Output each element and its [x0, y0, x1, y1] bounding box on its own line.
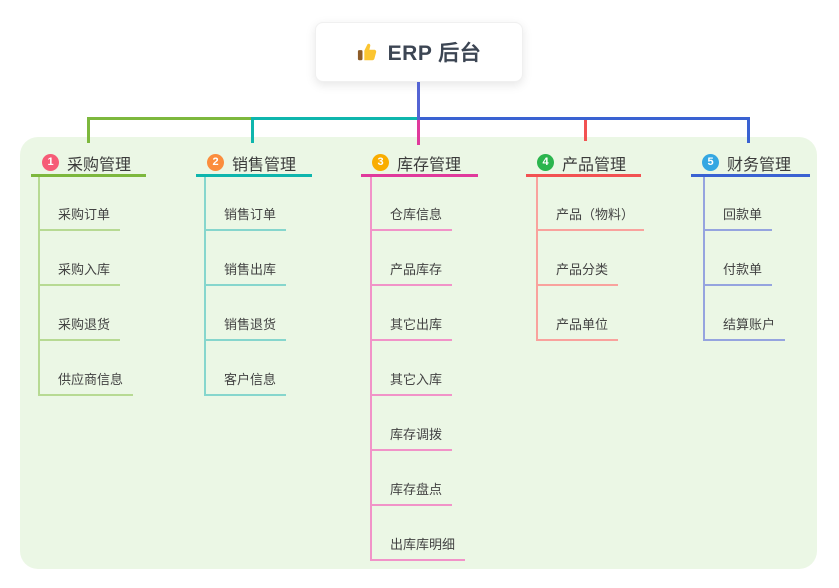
branch-title: 库存管理	[397, 156, 462, 174]
connector-branch-sales-horizontal	[252, 117, 418, 120]
mindmap-child-node[interactable]: 采购入库	[38, 261, 121, 286]
branch-number-badge: 1	[42, 154, 59, 171]
branch-node-sales[interactable]: 2 销售管理	[196, 151, 312, 177]
branch-node-finance[interactable]: 5 财务管理	[691, 151, 810, 177]
mindmap-child-node[interactable]: 仓库信息	[370, 206, 453, 231]
mindmap-child-node[interactable]: 产品分类	[536, 261, 619, 286]
branch-number-badge: 4	[537, 154, 554, 171]
branch-number-badge: 3	[372, 154, 389, 171]
mindmap-child-node[interactable]: 其它出库	[370, 316, 453, 341]
root-node[interactable]: ERP 后台	[315, 22, 523, 82]
branch-children-rail	[370, 177, 372, 561]
branch-number-badge: 2	[207, 154, 224, 171]
branch-node-product[interactable]: 4 产品管理	[526, 151, 641, 177]
branches-panel-background	[20, 137, 817, 569]
mindmap-child-node[interactable]: 产品（物料）	[536, 206, 645, 231]
branch-children-rail	[703, 177, 705, 341]
connector-branch-sales-drop	[251, 117, 254, 143]
branch-title: 采购管理	[67, 156, 132, 174]
branch-node-procurement[interactable]: 1 采购管理	[31, 151, 146, 177]
mindmap-child-node[interactable]: 产品库存	[370, 261, 453, 286]
connector-branch-procurement-horizontal	[87, 117, 254, 120]
branch-number-badge: 5	[702, 154, 719, 171]
mindmap-child-node[interactable]: 供应商信息	[38, 371, 134, 396]
connector-root-drop	[417, 82, 420, 120]
mindmap-child-node[interactable]: 库存调拨	[370, 426, 453, 451]
connector-branch-procurement-drop	[87, 117, 90, 143]
mindmap-child-node[interactable]: 销售订单	[204, 206, 287, 231]
connector-branch-inventory-drop	[417, 118, 420, 145]
branch-node-inventory[interactable]: 3 库存管理	[361, 151, 478, 177]
mindmap-child-node[interactable]: 采购订单	[38, 206, 121, 231]
mindmap-child-node[interactable]: 产品单位	[536, 316, 619, 341]
connector-branch-finance-horizontal	[417, 117, 750, 120]
mindmap-child-node[interactable]: 回款单	[703, 206, 773, 231]
connector-branch-product-drop	[584, 117, 587, 141]
branch-title: 产品管理	[562, 156, 627, 174]
branch-title: 销售管理	[232, 156, 297, 174]
mindmap-child-node[interactable]: 付款单	[703, 261, 773, 286]
mindmap-child-node[interactable]: 出库库明细	[370, 536, 466, 561]
thumbs-up-icon	[357, 41, 379, 63]
branch-children-rail	[38, 177, 40, 396]
branch-children-rail	[536, 177, 538, 341]
connector-branch-finance-drop	[747, 117, 750, 143]
mindmap-child-node[interactable]: 客户信息	[204, 371, 287, 396]
mindmap-child-node[interactable]: 库存盘点	[370, 481, 453, 506]
mindmap-child-node[interactable]: 销售退货	[204, 316, 287, 341]
mindmap-child-node[interactable]: 采购退货	[38, 316, 121, 341]
root-node-label: ERP 后台	[387, 42, 482, 65]
mindmap-child-node[interactable]: 销售出库	[204, 261, 287, 286]
mindmap-child-node[interactable]: 其它入库	[370, 371, 453, 396]
branch-children-rail	[204, 177, 206, 396]
branch-title: 财务管理	[727, 156, 792, 174]
mindmap-child-node[interactable]: 结算账户	[703, 316, 786, 341]
